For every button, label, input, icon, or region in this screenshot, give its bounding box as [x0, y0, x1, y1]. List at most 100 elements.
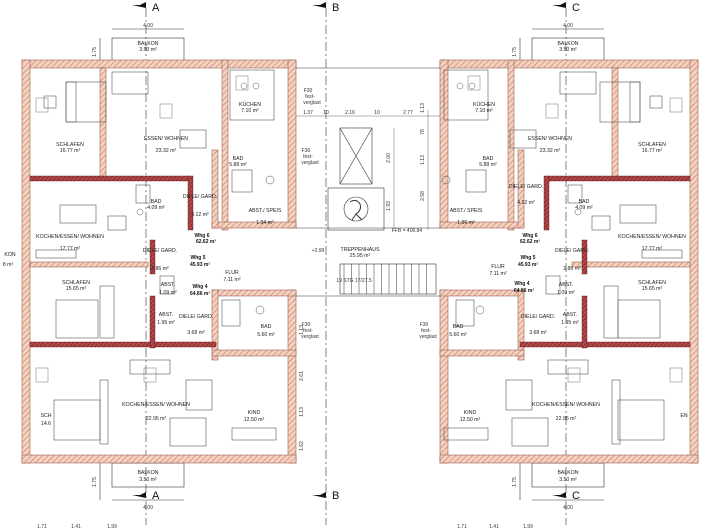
- apt-whg5-r-area: 45.93 m²: [518, 262, 538, 268]
- room-labels-left: BALKON 3.50 m² KÜCHEN 7.10 m² SCHLAFEN 1…: [3, 41, 282, 483]
- room-abst2-mr: ABST.: [563, 312, 577, 318]
- apt-whg6-l-area: 62.62 m²: [196, 239, 216, 245]
- room-kind-r-area: 12.50 m²: [460, 417, 481, 423]
- bottom-dim-2: 1.41: [71, 524, 81, 530]
- dim-balkon-width-tr: 4.00: [563, 23, 573, 29]
- room-abst2-ml-area: 1.95 m²: [157, 320, 175, 326]
- room-kew-bl: KOCHEN/ESSEN/ WOHNEN: [122, 402, 190, 408]
- bottom-dim-3: 1.99: [107, 524, 117, 530]
- room-bad-br-area: 5.60 m²: [449, 332, 467, 338]
- note-f30-br-1: F30: [420, 322, 429, 328]
- dim-137: 1.37: [303, 110, 313, 116]
- room-essen-r: ESSEN/ WOHNEN: [528, 136, 572, 142]
- room-abst-mr-area: 1.09 m²: [557, 290, 575, 296]
- bottom-dim-1: 1.71: [37, 524, 47, 530]
- room-kew-mr-area: 17.77 m²: [642, 246, 663, 252]
- bottom-dim-4: 1.71: [457, 524, 467, 530]
- dim-balkon-width-tl: 4.00: [143, 23, 153, 29]
- section-label-a-bottom: A: [152, 490, 160, 502]
- room-bad-tr-area: 5.88 m²: [479, 162, 497, 168]
- room-kuechen-l: KÜCHEN: [239, 101, 261, 108]
- stair-logo-icon: [349, 199, 363, 221]
- note-f30-ml-3: verglast: [301, 160, 319, 166]
- room-diele2-ml-area: 3.68 m²: [187, 330, 205, 336]
- furniture: [35, 69, 683, 447]
- room-flur-r: FLUR: [491, 264, 505, 270]
- room-schlafen-mr: SCHLAFEN: [638, 280, 666, 286]
- room-balkon-br: BALKON: [557, 470, 578, 476]
- f30-notes: F30 fest- verglast F30 fest- verglast F3…: [301, 88, 437, 340]
- apt-whg4-r: Whg 4: [515, 281, 530, 287]
- section-label-b-top: B: [332, 2, 339, 14]
- apt-whg6-l: Whg 6: [195, 233, 210, 239]
- level-299: +2.99: [312, 248, 325, 254]
- room-diele-tl-area: 4.12 m²: [191, 212, 209, 218]
- dim-10a: 10: [323, 110, 329, 116]
- room-abst-tl: ABST./ SPEIS: [249, 208, 282, 214]
- room-schlafen-tl: SCHLAFEN: [56, 142, 84, 148]
- room-kew-br-area: 22.95 m²: [556, 416, 577, 422]
- note-f30-bl-1: F30: [302, 322, 311, 328]
- room-balkon-tl: BALKON: [137, 41, 158, 47]
- room-diele-ml-area: 2.86 m²: [151, 266, 169, 272]
- room-kuechen-r: KÜCHEN: [473, 101, 495, 108]
- room-abst-ml: ABST.: [161, 282, 175, 288]
- room-abst-tr-area: 1.96 m²: [457, 220, 475, 226]
- section-label-a-top: A: [152, 2, 160, 14]
- room-kuechen-r-area: 7.10 m²: [475, 108, 493, 114]
- room-balkon-bl: BALKON: [137, 470, 158, 476]
- room-bad-ml-area: 4.09 m²: [147, 205, 165, 211]
- dim-10b: 10: [374, 110, 380, 116]
- note-f30-ml-2: fest-: [303, 154, 313, 160]
- note-f30-bl-3: verglast: [301, 334, 319, 340]
- apt-whg4-l-area: 64.86 m²: [190, 291, 210, 297]
- bottom-dim-6: 1.99: [523, 524, 533, 530]
- room-essen-l: ESSEN/ WOHNEN: [144, 136, 188, 142]
- room-kew-bl-area: 22.95 m²: [146, 416, 167, 422]
- walls-left: [21, 59, 297, 464]
- apartment-labels: Whg 6 62.62 m² Whg 5 45.93 m² Whg 4 64.8…: [190, 233, 540, 297]
- section-label-b-bottom: B: [332, 490, 339, 502]
- room-flur-l-area: 7.11 m²: [223, 277, 240, 283]
- dim-balkon-depth-tr: 1.75: [512, 47, 518, 57]
- room-diele2-mr: DIELE/ GARD.: [521, 314, 555, 320]
- room-kew-ml-area: 17.77 m²: [60, 246, 81, 252]
- dim-balkon-depth-br: 1.75: [512, 477, 518, 487]
- dim-113: 1.13: [420, 103, 426, 113]
- stair-step-text: 19 STG 17/27.5: [336, 278, 372, 284]
- room-kon-left-area: 8 m²: [3, 262, 14, 268]
- room-kind-l-area: 12.50 m²: [244, 417, 265, 423]
- room-flur-l: FLUR: [225, 270, 239, 276]
- room-diele-tr: DIELE/ GARD.: [509, 184, 543, 190]
- dim-162: 1.62: [299, 441, 305, 451]
- room-stamp-icons: [35, 75, 683, 383]
- apt-whg6-r: Whg 6: [523, 233, 538, 239]
- room-balkon-tl-area: 3.50 m²: [139, 47, 157, 53]
- dim-193: 1.93: [386, 201, 392, 211]
- apt-whg5-r: Whg 5: [521, 255, 536, 261]
- dim-200: 2.00: [386, 153, 392, 163]
- dim-78: 78: [420, 129, 426, 135]
- room-balkon-tr: BALKON: [557, 41, 578, 47]
- room-schlafen-tr: SCHLAFEN: [638, 142, 666, 148]
- dim-261: 2.61: [299, 371, 305, 381]
- bottom-dim-5: 1.41: [489, 524, 499, 530]
- dim-277: 2.77: [403, 110, 413, 116]
- party-walls-left: [29, 175, 217, 349]
- apt-whg4-r-area: 64.86 m²: [514, 288, 534, 294]
- room-diele-tl: DIELE/ GARD.: [183, 194, 217, 200]
- room-diele-tr-area: 4.12 m²: [517, 200, 535, 206]
- level-ffb: FFB = 406.84: [392, 228, 423, 234]
- room-kew-mr: KOCHEN/ESSEN/ WOHNEN: [618, 234, 686, 240]
- dim-258: 2.58: [420, 191, 426, 201]
- room-diele-mr: DIELE/ GARD.: [555, 248, 589, 254]
- note-f30-br-2: fest-: [421, 328, 431, 334]
- dim-113b: 1.13: [420, 155, 426, 165]
- room-abst-tl-area: 1.94 m²: [256, 220, 274, 226]
- room-en-br: EN: [680, 413, 687, 419]
- dim-113c: 1.13: [299, 325, 305, 335]
- room-diele2-mr-area: 3.68 m²: [529, 330, 547, 336]
- room-bad-mr: BAD: [579, 199, 590, 205]
- room-abst-ml-area: 1.09 m²: [159, 290, 177, 296]
